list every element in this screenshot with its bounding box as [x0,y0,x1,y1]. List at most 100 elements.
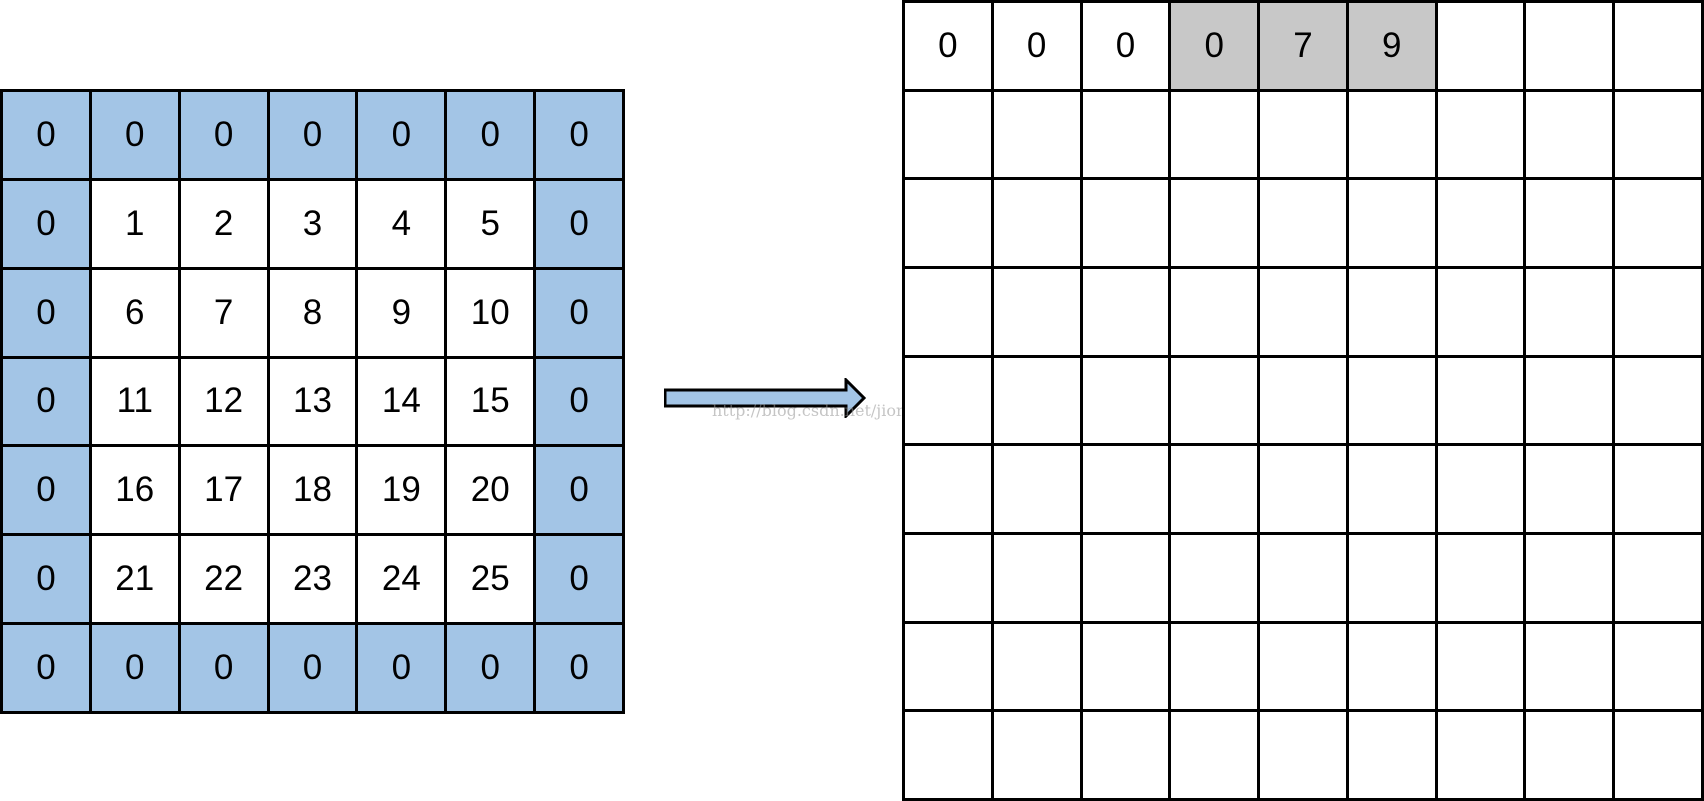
output-cell [905,180,994,269]
input-cell: 20 [447,447,537,537]
output-cell [1171,180,1261,269]
input-cell: 0 [3,625,92,714]
output-cell [1260,180,1349,269]
output-cell [993,180,1083,269]
output-cell [993,268,1083,358]
input-cell: 0 [3,269,92,359]
output-cell [1526,268,1616,358]
output-cell [1615,357,1704,447]
output-cell [993,446,1083,535]
output-cell [1437,623,1527,713]
output-cell [1348,446,1438,535]
output-cell [1171,268,1261,358]
input-cell: 7 [180,269,270,359]
output-cell [1526,357,1616,447]
output-cell [1437,446,1527,535]
output-cell [1348,534,1438,624]
output-cell [1171,623,1261,713]
output-cell [1171,91,1261,181]
input-cell: 4 [358,180,448,270]
output-cell [1171,712,1261,801]
output-cell [1526,446,1616,535]
input-cell: 15 [447,358,537,448]
output-cell [1082,357,1172,447]
output-cell [905,712,994,801]
right-arrow-icon [664,378,866,418]
output-cell [1260,91,1349,181]
input-cell: 0 [3,180,92,270]
output-cell [1437,91,1527,181]
output-cell [1082,712,1172,801]
input-cell: 14 [358,358,448,448]
output-cell [1526,712,1616,801]
input-cell: 23 [269,536,359,626]
input-cell: 0 [536,269,625,359]
input-cell: 0 [3,92,92,181]
output-cell [993,712,1083,801]
output-cell [993,91,1083,181]
input-cell: 5 [447,180,537,270]
input-cell: 0 [180,625,270,714]
output-cell: 0 [1082,3,1172,92]
input-cell: 0 [536,447,625,537]
input-cell: 0 [91,92,181,181]
output-cell [993,357,1083,447]
output-cell [905,268,994,358]
input-cell: 0 [358,625,448,714]
output-cell [993,623,1083,713]
output-cell [1171,357,1261,447]
output-cell [1348,268,1438,358]
input-cell: 3 [269,180,359,270]
output-cell [1260,268,1349,358]
input-cell: 0 [3,447,92,537]
input-cell: 19 [358,447,448,537]
input-cell: 10 [447,269,537,359]
input-cell: 0 [536,536,625,626]
output-cell [993,534,1083,624]
output-cell [1615,712,1704,801]
output-cell [1082,534,1172,624]
input-cell: 0 [3,358,92,448]
input-cell: 24 [358,536,448,626]
input-cell: 0 [358,92,448,181]
output-cell [1260,357,1349,447]
output-cell [1526,3,1616,92]
input-cell: 2 [180,180,270,270]
input-cell: 0 [447,625,537,714]
output-cell [1260,534,1349,624]
output-cell [1615,623,1704,713]
input-cell: 0 [447,92,537,181]
input-cell: 0 [269,625,359,714]
input-cell: 9 [358,269,448,359]
output-cell [1171,534,1261,624]
input-cell: 0 [180,92,270,181]
input-cell: 13 [269,358,359,448]
input-cell: 0 [536,180,625,270]
output-cell [1615,268,1704,358]
input-cell: 0 [91,625,181,714]
output-cell [905,91,994,181]
output-cell [1615,180,1704,269]
output-cell: 7 [1260,3,1349,92]
output-cell [1348,180,1438,269]
output-cell [1526,534,1616,624]
output-cell [1437,534,1527,624]
input-cell: 18 [269,447,359,537]
output-cell [1260,712,1349,801]
output-cell [1260,446,1349,535]
output-cell [1437,357,1527,447]
output-cell [1526,91,1616,181]
output-cell: 0 [1171,3,1261,92]
output-cell: 9 [1348,3,1438,92]
output-cell [1615,534,1704,624]
input-cell: 1 [91,180,181,270]
input-cell: 0 [536,92,625,181]
input-cell: 11 [91,358,181,448]
input-cell: 25 [447,536,537,626]
input-cell: 0 [269,92,359,181]
output-cell [1615,446,1704,535]
output-cell [1348,623,1438,713]
watermark-text: http://blog.csdn.net/jiongnima [712,401,957,420]
output-cell [1437,712,1527,801]
